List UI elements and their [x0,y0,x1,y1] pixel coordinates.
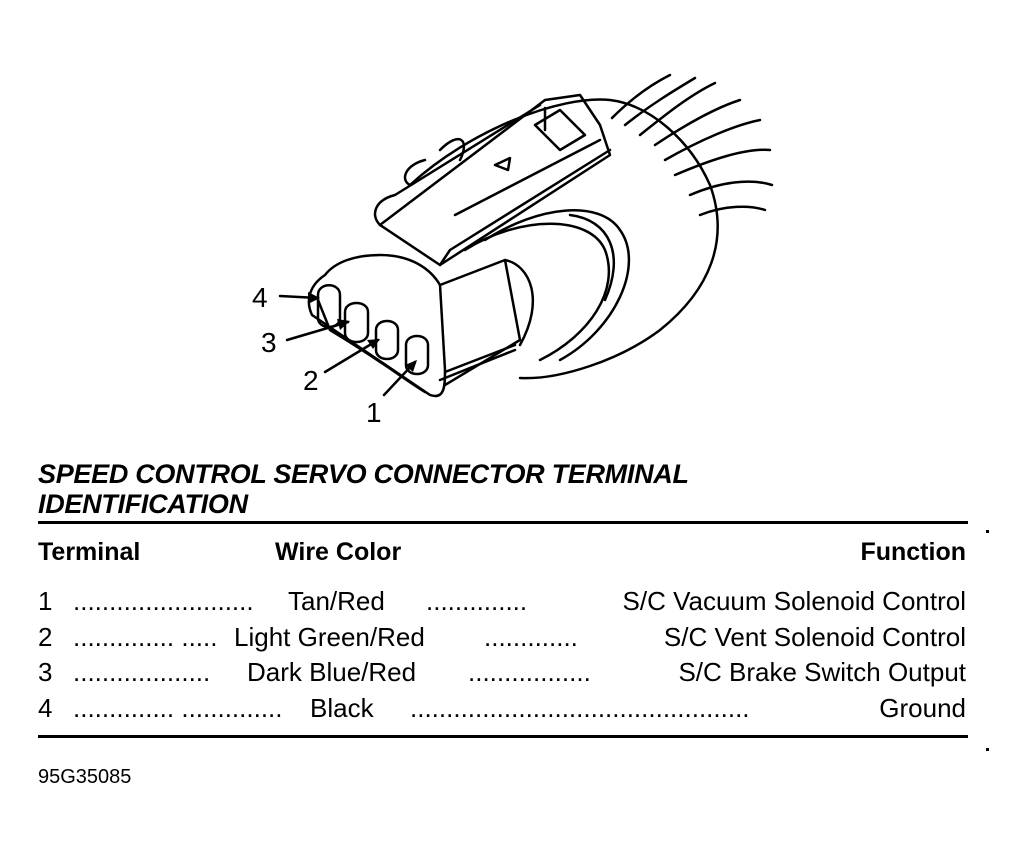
table-row: 4 .............. .............. Black ..… [38,692,966,728]
callout-3-label: 3 [261,327,277,358]
callout-leaders [278,294,417,397]
margin-tick [986,748,989,751]
row-terminal: 1 [38,586,53,616]
row-terminal: 2 [38,621,53,652]
table-bottom-rule [38,735,968,738]
connector-illustration: 4 3 2 1 [252,73,774,428]
table-row: 1 ......................... Tan/Red ....… [38,585,966,621]
connector-housing-rear [403,98,719,380]
row-leader-dots: ................... [73,657,211,687]
row-terminal: 3 [38,657,53,687]
table-header: Terminal Wire Color Function [38,538,966,572]
row-leader-dots: .............. .............. [73,692,283,723]
row-leader-dots: ............. [484,621,578,652]
callout-4-label: 4 [252,282,268,313]
row-function: S/C Vent Solenoid Control [663,621,966,652]
terminal-table: 1 ......................... Tan/Red ....… [38,585,966,727]
terminal-cavities [316,284,430,376]
arrowhead-3 [337,319,350,330]
row-leader-dots: ................. [468,657,591,687]
arrowhead-2 [367,339,380,349]
margin-tick [986,530,989,533]
table-row: 2 .............. ..... Light Green/Red .… [38,621,966,657]
header-wire-color: Wire Color [275,538,402,566]
title-line-1: SPEED CONTROL SERVO CONNECTOR TERMINAL [38,459,689,489]
row-function: S/C Vacuum Solenoid Control [622,586,966,616]
row-wire-color: Black [310,692,374,723]
row-terminal: 4 [38,692,53,723]
row-leader-dots: .............. ..... [73,621,218,652]
header-function: Function [860,538,966,566]
title-line-2: IDENTIFICATION [38,489,248,519]
table-top-rule [38,521,968,524]
connector-front-face [307,253,535,398]
arrowhead-4 [308,292,320,304]
figure-id: 95G35085 [38,766,132,788]
callout-2-label: 2 [303,365,319,396]
header-terminal: Terminal [38,538,141,566]
row-leader-dots: ......................... [73,586,254,616]
row-wire-color: Dark Blue/Red [247,657,417,687]
arrowhead-1 [405,360,417,372]
diagram-title: SPEED CONTROL SERVO CONNECTOR TERMINAL I… [38,459,689,519]
table-row: 3 ................... Dark Blue/Red ....… [38,656,966,692]
row-wire-color: Light Green/Red [234,621,425,652]
row-wire-color: Tan/Red [288,586,385,616]
callout-1-label: 1 [366,397,382,428]
row-function: S/C Brake Switch Output [678,657,966,687]
connector-latch [373,93,612,267]
row-function: Ground [879,692,966,723]
row-leader-dots: .............. [426,586,528,616]
row-leader-dots: ........................................… [410,692,750,723]
wire-bundle [610,73,774,217]
